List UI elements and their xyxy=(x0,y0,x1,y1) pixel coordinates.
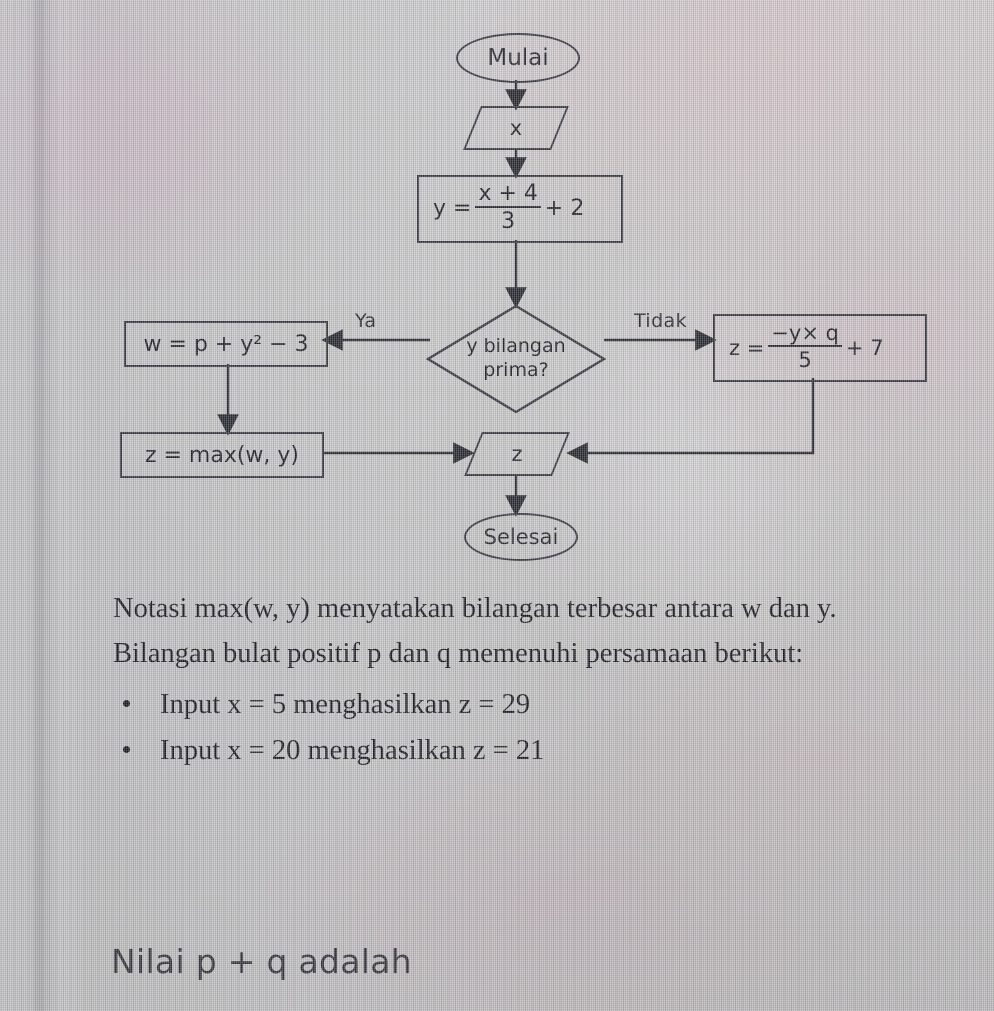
decision-label-line2: prima? xyxy=(483,359,549,381)
paper-fold-seam xyxy=(0,0,95,1011)
flow-y-formula-node: y = x + 4 3 + 2 xyxy=(417,175,623,243)
condition-bullet-list: Input x = 5 menghasilkan z = 29 Input x … xyxy=(113,682,913,774)
decision-label-line1: y bilangan xyxy=(466,335,566,358)
flow-output-node: z xyxy=(464,432,570,476)
flow-end-terminal: Selesai xyxy=(464,513,578,561)
branch-label-yes: Ya xyxy=(355,310,377,332)
bullet-dot-icon xyxy=(123,699,130,707)
list-item: Input x = 5 menghasilkan z = 29 xyxy=(113,682,913,728)
fraction-bar xyxy=(475,205,541,208)
w-process-label: w = p + y² − 3 xyxy=(143,331,309,357)
flow-end-label: Selesai xyxy=(483,525,559,549)
flow-decision-node: y bilangan prima? xyxy=(426,304,606,414)
bullet-text: Input x = 20 menghasilkan z = 21 xyxy=(160,735,545,767)
flowchart: Mulai x y = x + 4 3 + 2 xyxy=(120,33,927,561)
z-formula-lhs: z = xyxy=(729,336,765,360)
max-process-label: z = max(w, y) xyxy=(144,442,300,468)
condition-paragraph: Bilangan bulat positif p dan q memenuhi … xyxy=(113,638,804,670)
question-prompt: Nilai p + q adalah xyxy=(111,942,413,981)
branch-label-no: Tidak xyxy=(634,310,688,332)
y-formula-lhs: y = xyxy=(433,196,472,222)
flow-output-label: z xyxy=(511,442,523,466)
bullet-text: Input x = 5 menghasilkan z = 29 xyxy=(160,689,531,721)
flow-start-label: Mulai xyxy=(487,45,549,71)
z-formula-tail: + 7 xyxy=(845,336,884,360)
flow-max-process-node: z = max(w, y) xyxy=(120,432,324,478)
list-item: Input x = 20 menghasilkan z = 21 xyxy=(113,728,913,774)
y-formula-numerator: x + 4 xyxy=(478,180,538,206)
y-formula-tail: + 2 xyxy=(544,196,585,222)
z-formula-denominator: 5 xyxy=(798,347,812,372)
fraction-bar xyxy=(768,344,842,347)
notation-paragraph: Notasi max(w, y) menyatakan bilangan ter… xyxy=(113,593,837,624)
y-formula-fraction: x + 4 3 xyxy=(475,180,541,234)
problem-statement: Notasi max(w, y) menyatakan bilangan ter… xyxy=(113,586,913,774)
z-formula-numerator: −y× q xyxy=(771,320,839,345)
flow-input-label: x xyxy=(509,116,523,140)
flow-z-formula-node: z = −y× q 5 + 7 xyxy=(713,314,927,382)
bullet-dot-icon xyxy=(123,745,130,753)
diamond-shape xyxy=(426,304,606,414)
y-formula-denominator: 3 xyxy=(501,208,516,234)
flow-input-node: x xyxy=(463,106,569,150)
flowchart-connectors xyxy=(217,80,815,517)
flow-start-terminal: Mulai xyxy=(456,33,580,83)
z-formula-fraction: −y× q 5 xyxy=(768,322,842,372)
flow-w-process-node: w = p + y² − 3 xyxy=(124,321,328,367)
